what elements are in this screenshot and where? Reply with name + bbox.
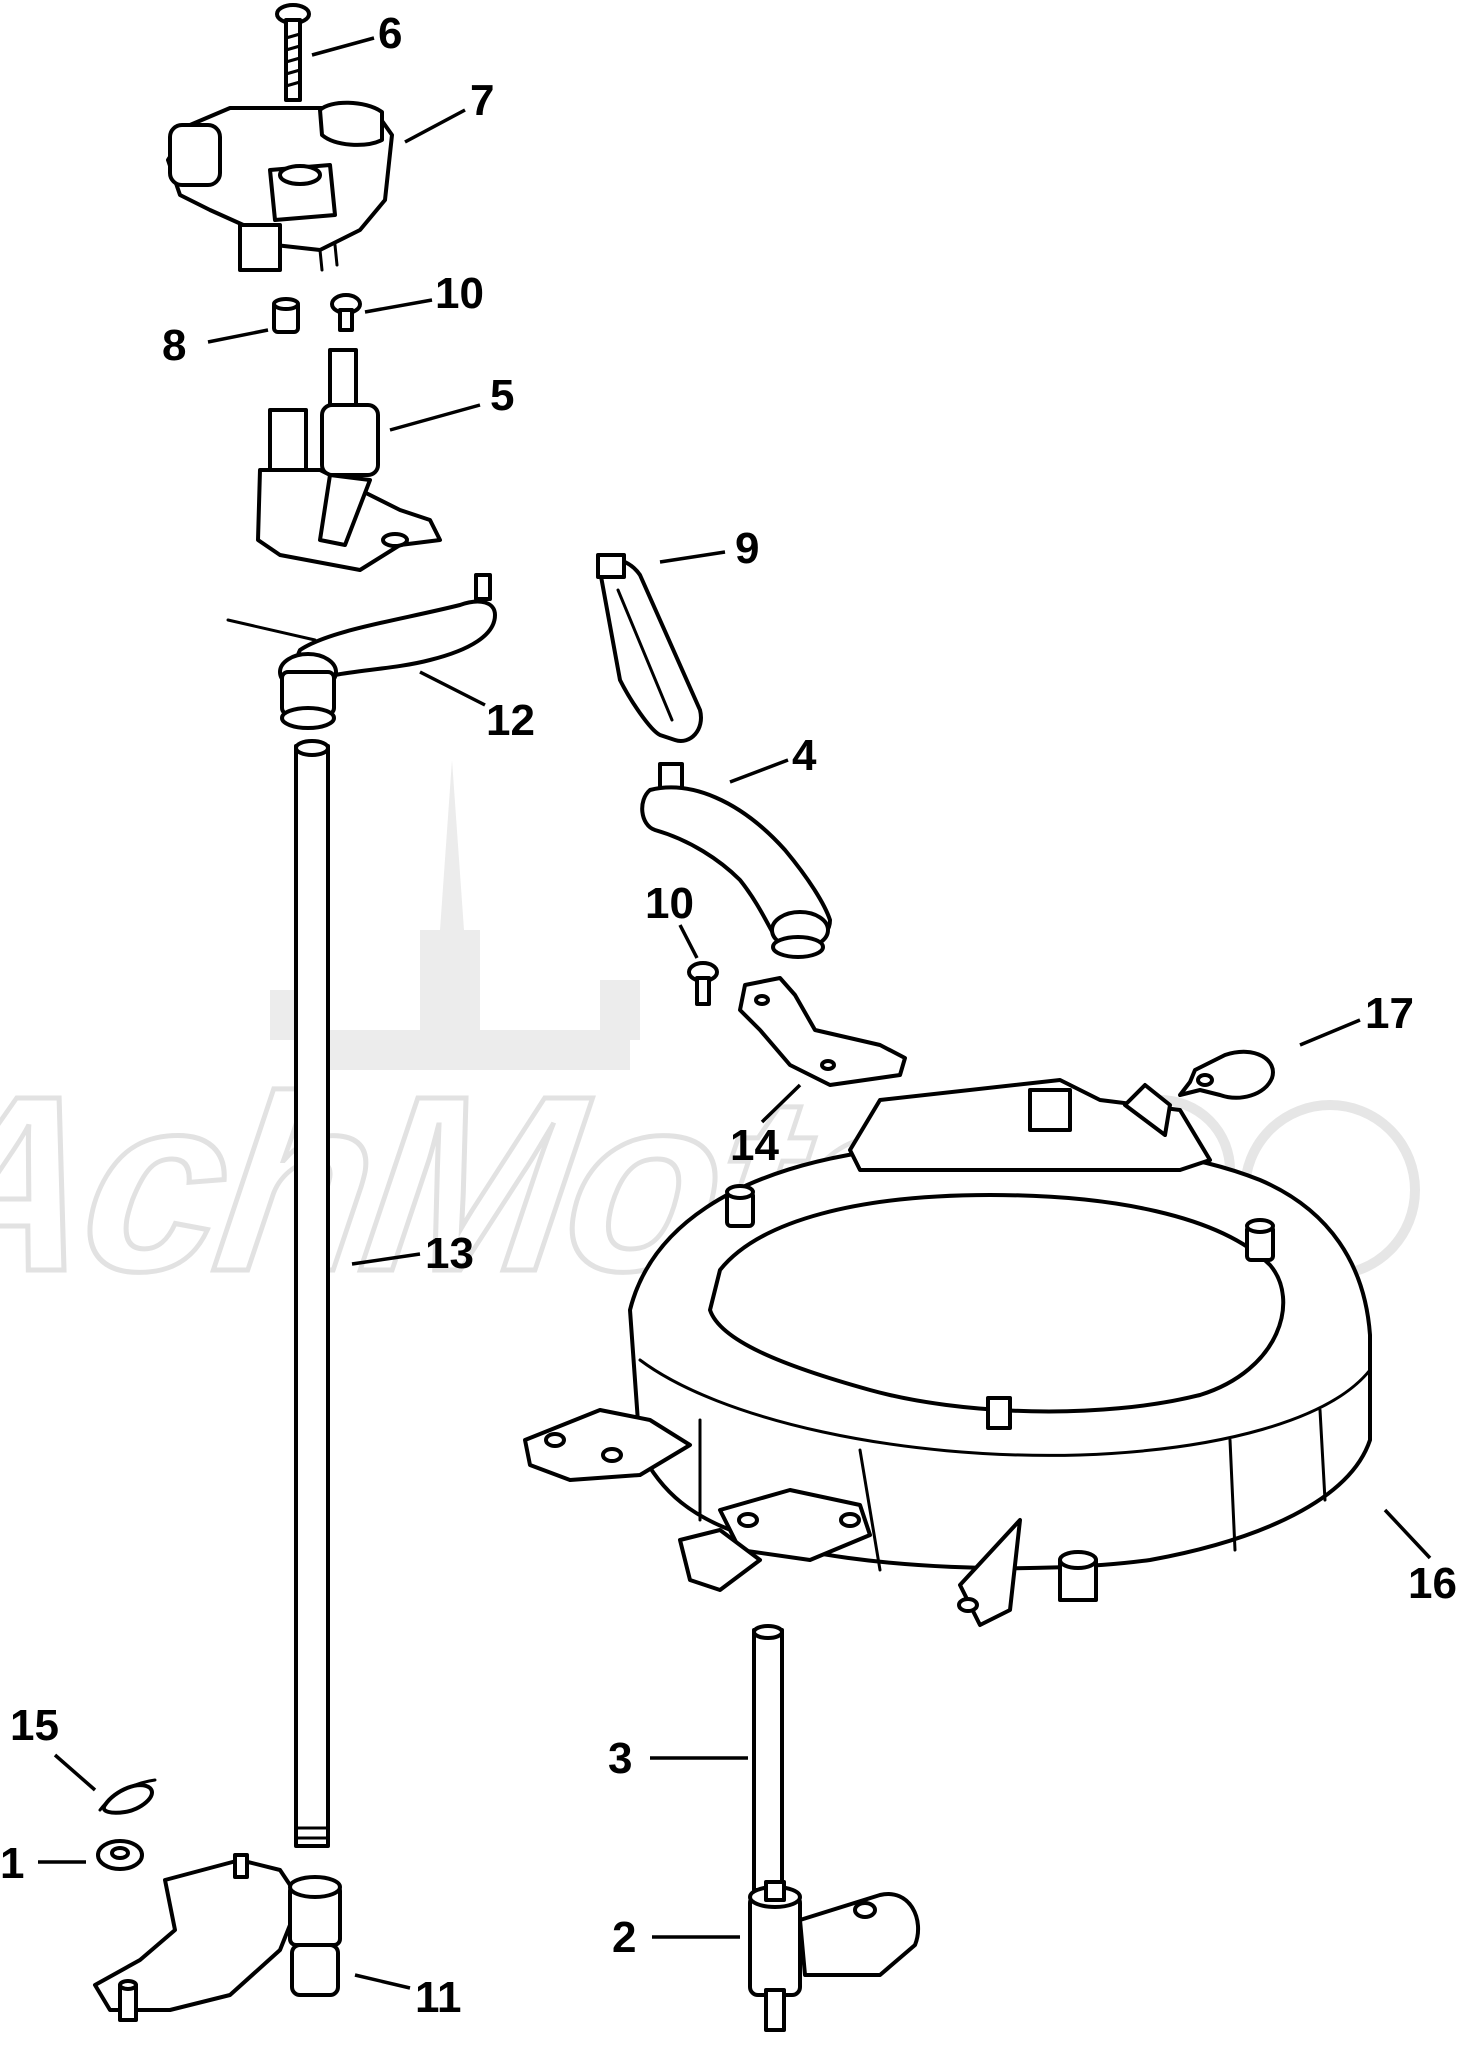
part-12-throttle-arm bbox=[226, 573, 497, 730]
part-4-lever bbox=[640, 762, 832, 959]
part-10-screw-lower bbox=[687, 961, 719, 1006]
part-6-screw bbox=[275, 3, 311, 102]
part-5-bracket bbox=[256, 348, 442, 572]
callout-10-upper: 10 bbox=[435, 269, 484, 318]
part-14-plate bbox=[738, 976, 907, 1087]
part-11-lower-arm bbox=[93, 1853, 342, 2022]
callout-7: 7 bbox=[470, 76, 494, 125]
callout-9: 9 bbox=[735, 524, 759, 573]
callout-12: 12 bbox=[486, 696, 535, 745]
callout-labels: 6 7 10 8 5 9 12 4 10 17 14 13 16 15 3 1 … bbox=[0, 9, 1457, 2022]
part-8-bushing bbox=[272, 297, 300, 334]
callout-10-lower: 10 bbox=[645, 879, 694, 928]
callout-11: 11 bbox=[415, 1973, 462, 2022]
callout-14: 14 bbox=[730, 1121, 779, 1170]
part-1-washer bbox=[96, 1839, 144, 1871]
part-17-clamp bbox=[1178, 1049, 1275, 1100]
callout-8: 8 bbox=[162, 321, 186, 370]
callout-4: 4 bbox=[792, 731, 817, 780]
part-16-housing bbox=[523, 1078, 1372, 1627]
part-3-rod bbox=[752, 1624, 784, 1892]
callout-5: 5 bbox=[490, 371, 514, 420]
callout-17: 17 bbox=[1365, 989, 1414, 1038]
callout-2: 2 bbox=[612, 1913, 636, 1962]
callout-6: 6 bbox=[378, 9, 402, 58]
callout-16: 16 bbox=[1408, 1559, 1457, 1608]
part-2-lever bbox=[748, 1880, 921, 2032]
part-13-shaft bbox=[294, 739, 330, 1848]
part-7-sensor bbox=[166, 100, 394, 272]
part-15-clip bbox=[98, 1778, 157, 1815]
callout-1: 1 bbox=[0, 1839, 24, 1888]
leader-lines bbox=[38, 36, 1432, 1990]
callout-15: 15 bbox=[10, 1701, 59, 1750]
part-10-screw-upper bbox=[330, 293, 362, 332]
part-9-link bbox=[596, 553, 703, 743]
callout-3: 3 bbox=[608, 1734, 632, 1783]
callout-13: 13 bbox=[425, 1229, 474, 1278]
